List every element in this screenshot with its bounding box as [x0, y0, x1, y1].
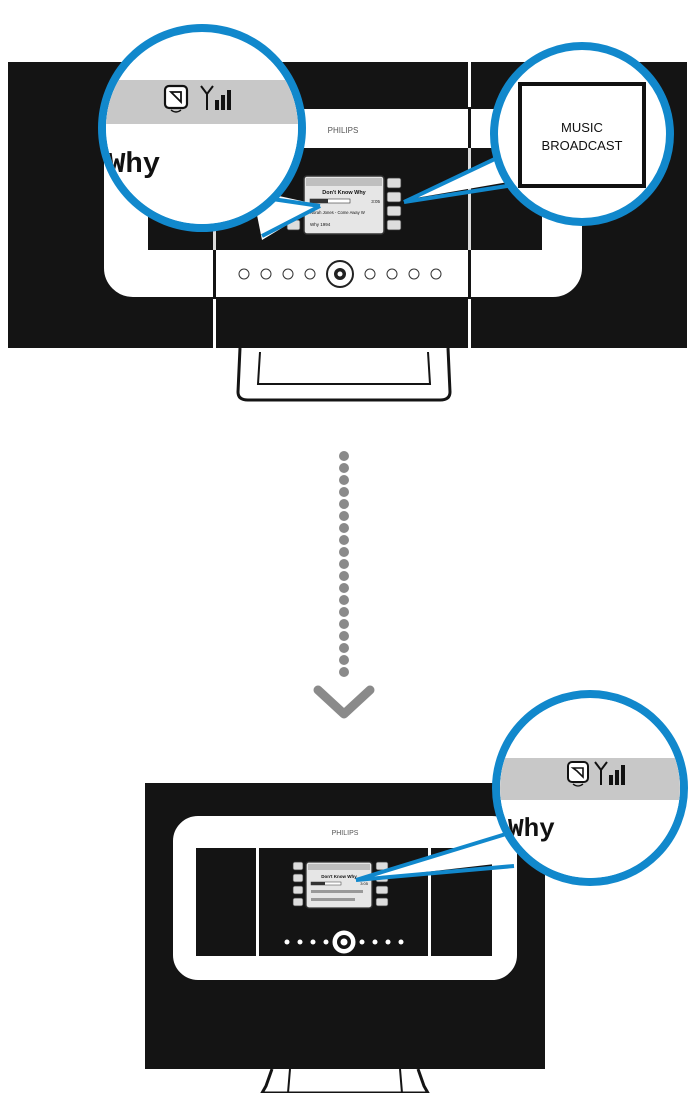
bottom-right-button[interactable]	[376, 886, 388, 894]
connector-dot	[339, 535, 349, 545]
music-broadcast-icon	[165, 86, 187, 112]
connector-dot	[339, 631, 349, 641]
music-broadcast-icon	[568, 762, 588, 786]
top-lcd-artist: Norah Jones - Come Away W	[310, 210, 365, 215]
connector-dot	[339, 595, 349, 605]
bottom-control-button[interactable]	[298, 940, 303, 945]
dotted-arrow-connector	[318, 451, 370, 714]
bottom-lcd-title: Don't Know Why	[321, 874, 357, 879]
bottom-control-button[interactable]	[285, 940, 290, 945]
music-broadcast-button[interactable]	[520, 84, 644, 186]
connector-dot	[339, 619, 349, 629]
top-right-button-3[interactable]	[387, 206, 401, 216]
top-unit-stand	[238, 348, 450, 400]
bottom-lcd-time: 3:05	[360, 881, 369, 886]
top-control-button[interactable]	[283, 269, 293, 279]
connector-dot	[339, 475, 349, 485]
connector-dot	[339, 487, 349, 497]
top-lcd-time: 3:05	[371, 199, 380, 204]
connector-dot	[339, 607, 349, 617]
bottom-control-button[interactable]	[324, 940, 329, 945]
connector-dot	[339, 499, 349, 509]
top-control-button[interactable]	[239, 269, 249, 279]
bottom-unit: PHILIPS Don't Know Why 3:05	[145, 783, 545, 1093]
connector-dot	[339, 547, 349, 557]
music-broadcast-label-line2: BROADCAST	[542, 138, 623, 153]
connector-dot	[339, 583, 349, 593]
bottom-lcd: Don't Know Why 3:05	[306, 862, 372, 908]
top-lcd-footer: Why 1994	[310, 222, 331, 227]
top-right-button-4[interactable]	[387, 220, 401, 230]
connector-dot	[339, 523, 349, 533]
bottom-control-button[interactable]	[311, 940, 316, 945]
top-control-button[interactable]	[261, 269, 271, 279]
bottom-control-button[interactable]	[386, 940, 391, 945]
connector-dot	[339, 451, 349, 461]
bottom-control-button[interactable]	[360, 940, 365, 945]
top-control-button[interactable]	[365, 269, 375, 279]
connector-dot	[339, 511, 349, 521]
bottom-left-button[interactable]	[293, 862, 303, 870]
bottom-unit-stand	[262, 1069, 428, 1093]
bottom-left-button[interactable]	[293, 886, 303, 894]
bottom-control-button[interactable]	[399, 940, 404, 945]
bottom-unit-brand: PHILIPS	[332, 830, 359, 837]
connector-dot	[339, 559, 349, 569]
connector-dot	[339, 643, 349, 653]
top-control-button[interactable]	[387, 269, 397, 279]
connector-dot	[339, 463, 349, 473]
arrow-down-icon	[318, 690, 370, 714]
connector-dot	[339, 667, 349, 677]
top-right-button-2[interactable]	[387, 192, 401, 202]
top-right-button-1[interactable]	[387, 178, 401, 188]
bottom-left-button[interactable]	[293, 874, 303, 882]
top-control-button[interactable]	[431, 269, 441, 279]
top-control-button[interactable]	[409, 269, 419, 279]
top-control-button[interactable]	[305, 269, 315, 279]
bottom-control-button[interactable]	[373, 940, 378, 945]
connector-dot	[339, 655, 349, 665]
bottom-left-button[interactable]	[293, 898, 303, 906]
connector-dot	[339, 571, 349, 581]
top-unit-brand: PHILIPS	[328, 126, 359, 135]
music-broadcast-label-line1: MUSIC	[561, 120, 603, 135]
top-lcd-title: Don't Know Why	[322, 190, 366, 196]
bottom-right-button[interactable]	[376, 898, 388, 906]
